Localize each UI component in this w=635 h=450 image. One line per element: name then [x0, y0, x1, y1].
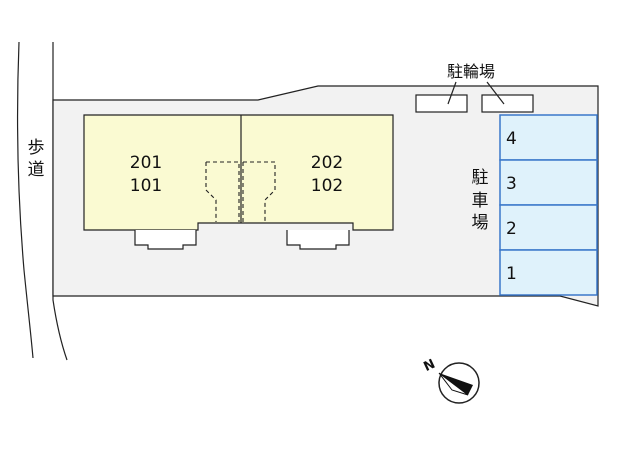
stair-right-dashed — [242, 161, 276, 222]
compass-needle-icon — [439, 373, 473, 395]
bicycle-leader-1 — [447, 81, 457, 105]
car-parking-space-3: 3 — [499, 159, 598, 206]
parking-space-label: 1 — [506, 264, 517, 284]
car-parking-space-2: 2 — [499, 204, 598, 251]
walkway-edge-right — [52, 42, 68, 361]
compass: N — [421, 357, 480, 404]
bicycle-rack-2 — [481, 94, 534, 113]
balcony-right — [286, 230, 350, 250]
bicycle-parking-label: 駐輪場 — [447, 62, 495, 81]
car-parking-space-1: 1 — [499, 249, 598, 296]
car-parking-space-4: 4 — [499, 114, 598, 161]
walkway-label-1: 歩 — [28, 138, 45, 158]
unit-label-202: 202 — [311, 153, 343, 173]
compass-north-label: N — [421, 357, 437, 375]
car-parking-label-2: 車 — [472, 191, 489, 211]
car-parking-label-1: 駐 — [472, 168, 489, 188]
compass-needle-tail — [438, 372, 469, 396]
bicycle-rack-1 — [415, 94, 468, 113]
bicycle-leader-2 — [486, 81, 505, 105]
unit-label-101: 101 — [130, 176, 162, 196]
parking-space-label: 3 — [506, 174, 517, 194]
walkway-edge-left — [17, 41, 34, 359]
parking-space-label: 4 — [506, 129, 517, 149]
stair-left-dashed — [205, 161, 240, 222]
unit-label-201: 201 — [130, 153, 162, 173]
walkway-label-2: 道 — [28, 160, 45, 180]
car-parking-label-3: 場 — [472, 213, 489, 233]
parking-space-label: 2 — [506, 219, 517, 239]
unit-label-102: 102 — [311, 176, 343, 196]
balcony-left — [134, 230, 197, 250]
